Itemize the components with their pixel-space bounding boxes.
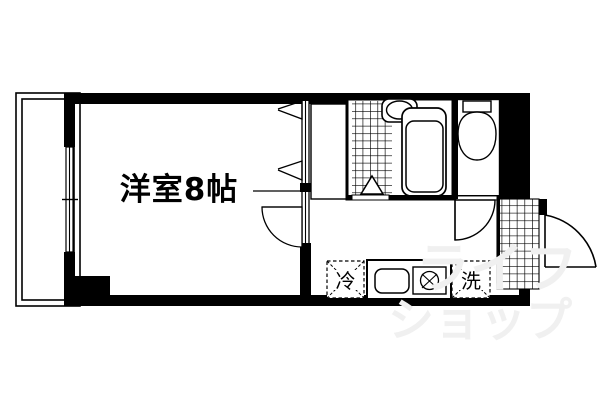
bathroom-step [359, 174, 385, 195]
balcony-sliding-door[interactable] [62, 146, 78, 253]
room-door[interactable] [261, 206, 303, 248]
entrance-door-jamb [539, 199, 547, 215]
bathroom-unit [310, 97, 455, 201]
folding-closet-door-lower[interactable] [277, 160, 303, 181]
entrance-tiled-floor [497, 199, 539, 289]
pipe-shaft [500, 93, 530, 199]
refrigerator-space: 冷 [326, 260, 365, 299]
room-label-main: 洋室8帖 [120, 172, 239, 208]
washer-space: 洗 [451, 260, 491, 299]
kitchen-sink [374, 268, 410, 294]
bathroom-door[interactable] [454, 199, 496, 241]
wall-segment [453, 93, 458, 199]
stove-burner [412, 266, 447, 295]
washer-label: 洗 [461, 269, 481, 293]
kitchen-counter [366, 259, 452, 300]
bathtub [401, 107, 447, 197]
toilet-room [453, 93, 530, 201]
toilet [457, 100, 497, 161]
folding-closet-door-upper[interactable] [277, 100, 303, 120]
genkan-entrance [496, 198, 540, 290]
refrigerator-label: 冷 [336, 269, 356, 293]
room-partition-wall [300, 93, 311, 297]
entrance-door[interactable] [539, 210, 597, 268]
